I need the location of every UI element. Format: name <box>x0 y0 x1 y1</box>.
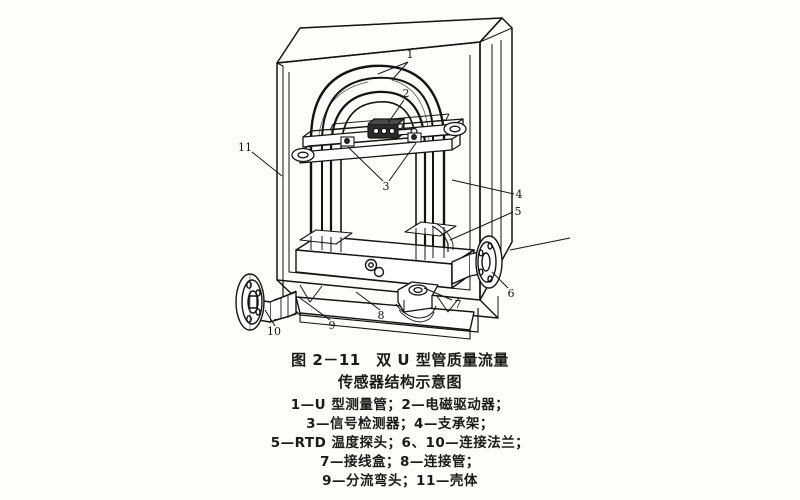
callout-number-2: 2 <box>403 87 410 100</box>
callout-number-7: 7 <box>455 298 462 311</box>
callout-numbers: 1 2 3 4 5 6 7 8 9 10 11 <box>238 48 523 338</box>
left-connecting-flange <box>235 273 297 331</box>
electromagnetic-driver <box>367 118 418 139</box>
rtd-temperature-probe <box>431 223 454 252</box>
housing-outline <box>276 17 513 333</box>
figure-legend-line-2: 3—信号检测器；4—支承架； <box>306 416 494 432</box>
right-connecting-flange <box>451 235 503 289</box>
callout-leaders <box>251 61 571 327</box>
callout-number-4: 4 <box>516 188 523 201</box>
callout-number-3: 3 <box>383 180 390 193</box>
signal-detectors <box>340 132 422 147</box>
figure-legend-line-4: 7—接线盒；8—连接管； <box>320 454 480 470</box>
figure-legend-line-3: 5—RTD 温度探头；6、10—连接法兰； <box>270 435 530 451</box>
figure-caption-subtitle: 传感器结构示意图 <box>337 373 462 391</box>
callout-number-9: 9 <box>329 319 336 332</box>
callout-number-6: 6 <box>508 287 515 300</box>
figure-legend-line-1: 1—U 型测量管；2—电磁驱动器； <box>290 397 510 413</box>
connecting-pipe <box>295 284 475 340</box>
callout-number-8: 8 <box>378 309 385 322</box>
callout-number-10: 10 <box>267 325 281 338</box>
callout-number-1: 1 <box>407 48 414 61</box>
figure-legend-line-5: 9—分流弯头；11—壳体 <box>322 473 478 489</box>
figure-caption-title: 图 2－11 双 U 型管质量流量 <box>291 351 509 369</box>
callout-number-5: 5 <box>515 205 522 218</box>
flow-splitting-elbow <box>273 290 299 321</box>
manifold-body <box>295 221 475 289</box>
callout-number-11: 11 <box>238 141 252 154</box>
junction-box <box>395 281 439 323</box>
